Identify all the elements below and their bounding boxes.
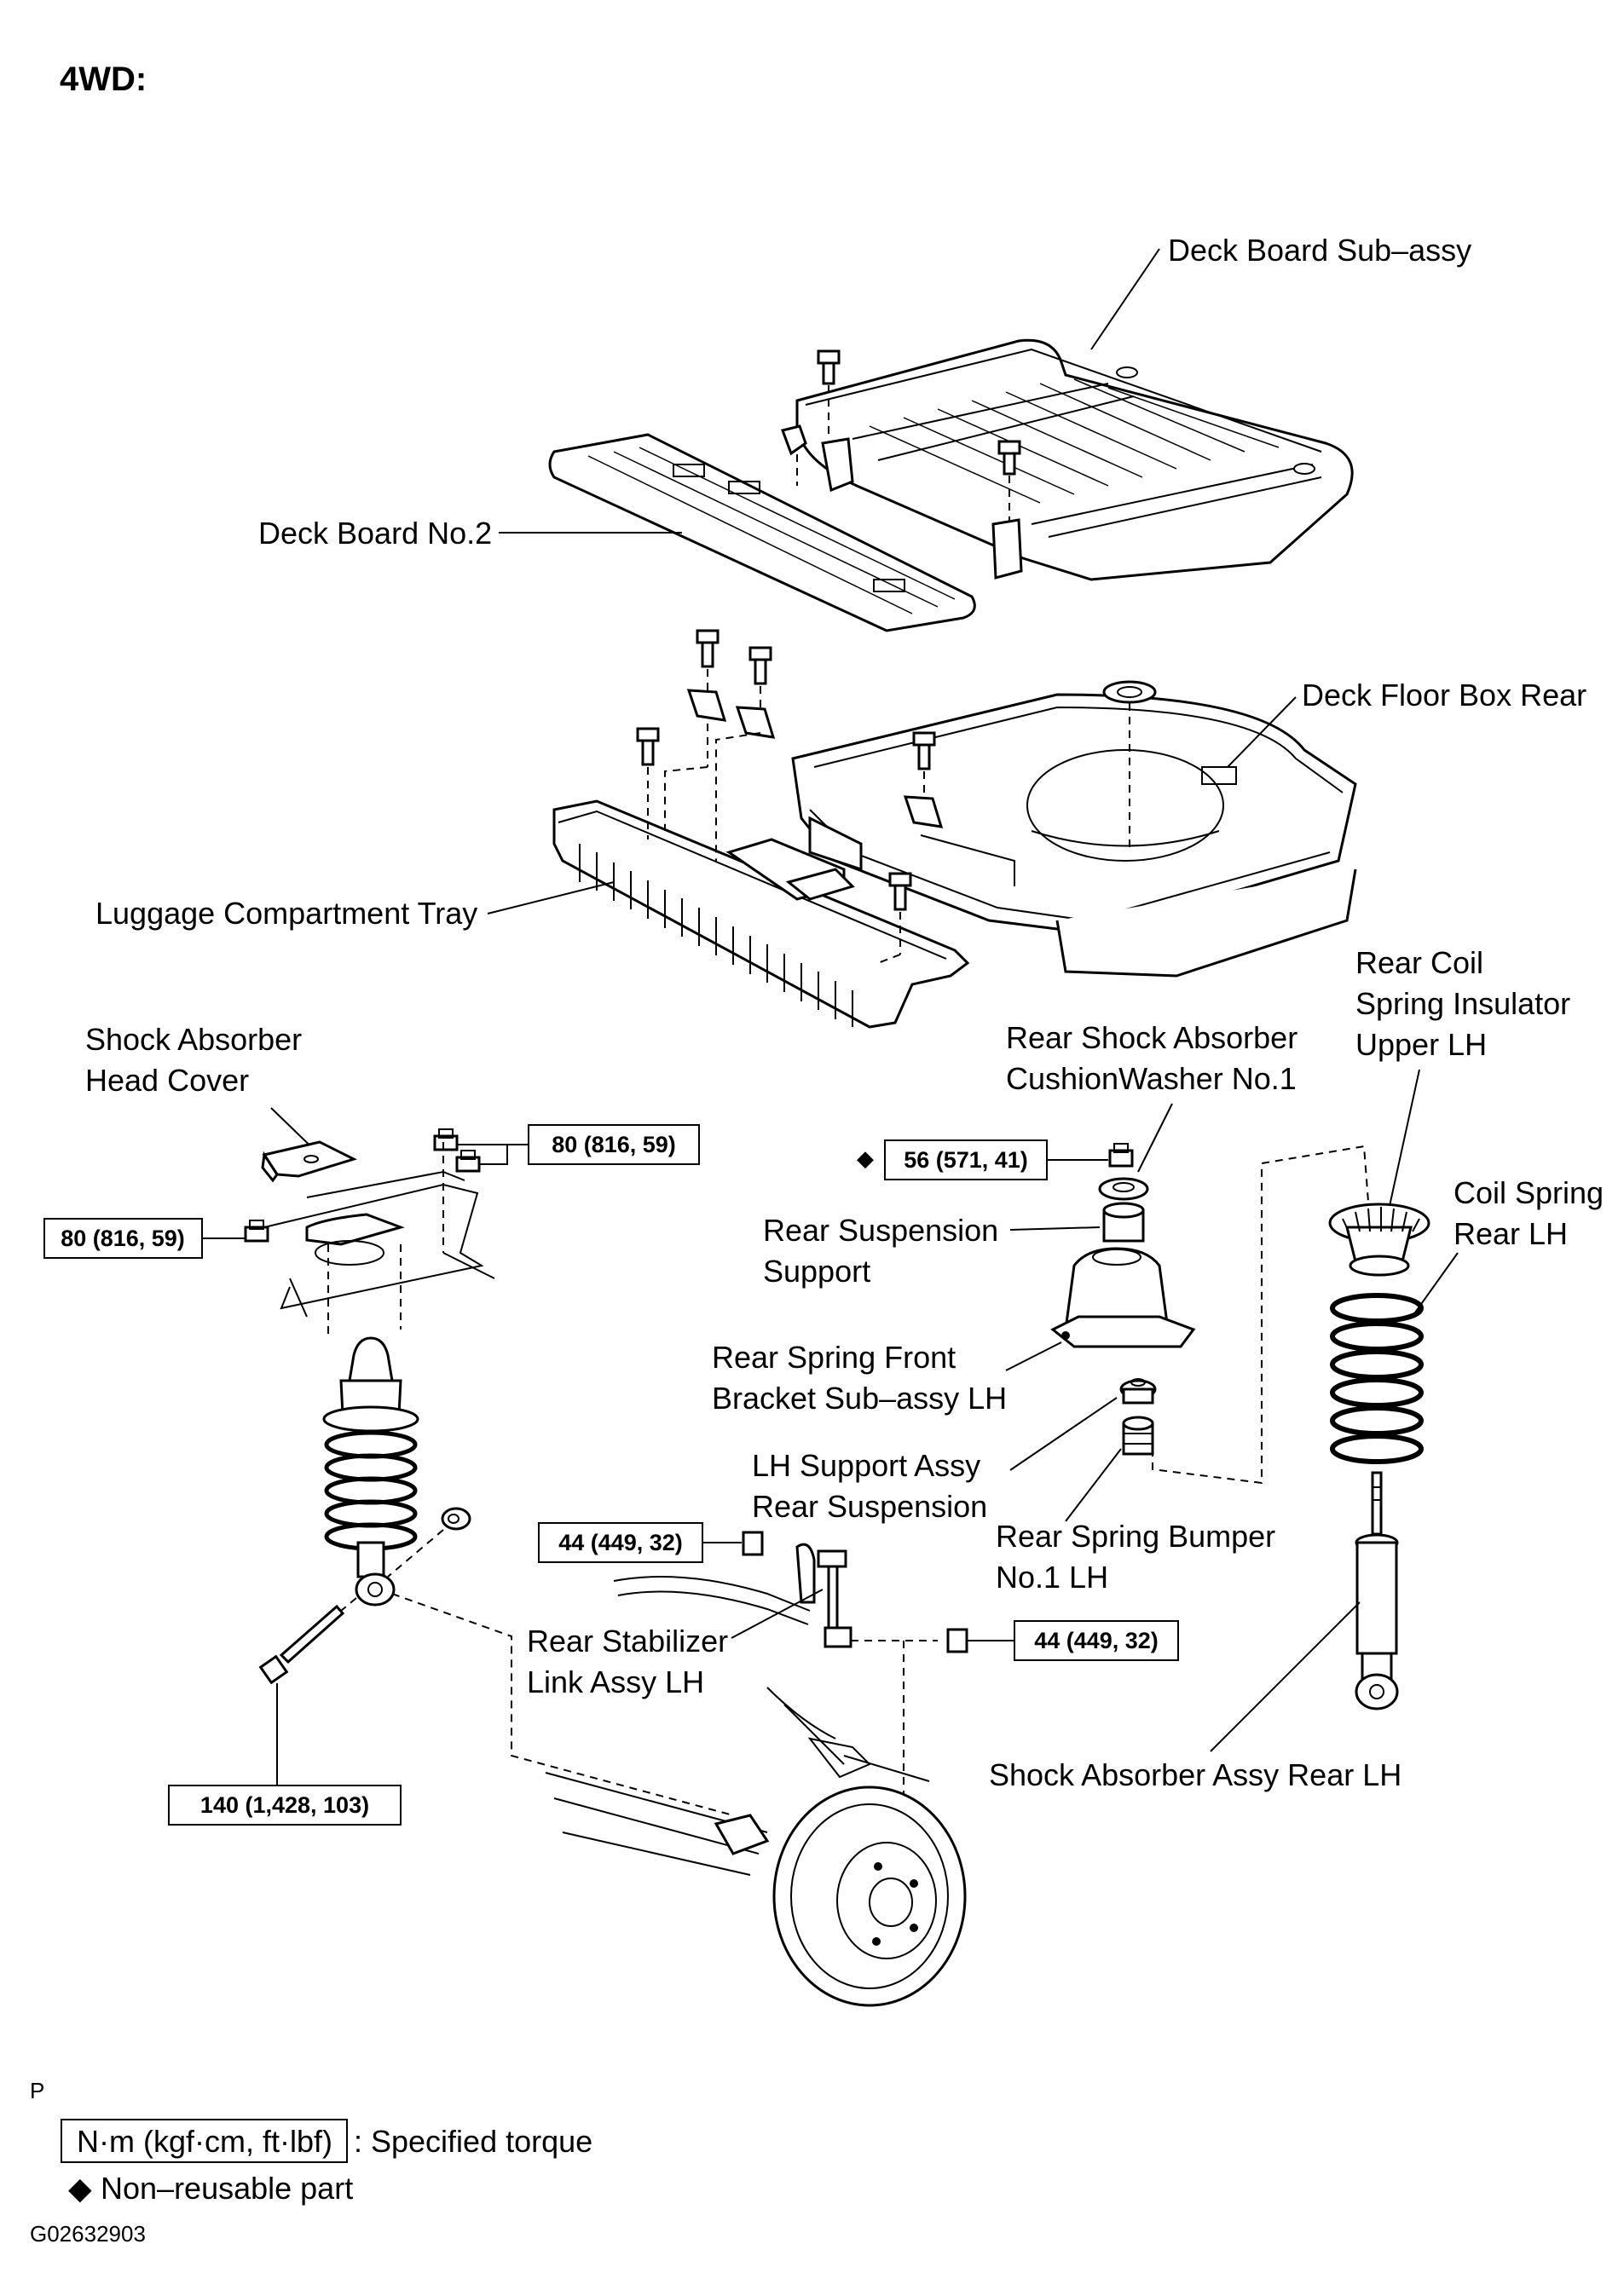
legend-nonreusable-description: Non–reusable part: [101, 2171, 353, 2206]
leader-rear-stabilizer-link: [731, 1589, 824, 1639]
label-lh-support-assy: LH Support Assy Rear Suspension: [752, 1448, 989, 1524]
support-nut: [1108, 1143, 1134, 1168]
svg-text:N·m (kgf·cm, ft·lbf): N·m (kgf·cm, ft·lbf): [77, 2124, 332, 2159]
lh-support-assy: [1119, 1378, 1157, 1405]
label-rear-spring-front-bracket: Rear Spring Front Bracket Sub–assy LH: [712, 1340, 1007, 1416]
leader-rear-suspension-support: [1009, 1226, 1101, 1231]
leader-torque-head-cover-right: [479, 1144, 529, 1165]
torque-box-lower-bolt: 140 (1,428, 103): [168, 1785, 402, 1826]
legend-torque-description: : Specified torque: [354, 2124, 592, 2159]
leader-lh-support-assy: [1009, 1397, 1118, 1471]
coil-spring-rear: [1330, 1293, 1424, 1464]
label-luggage-compartment-tray: Luggage Compartment Tray: [95, 896, 477, 931]
torque-box-stabilizer-left: 44 (449, 32): [538, 1522, 703, 1563]
svg-text:80 (816, 59): 80 (816, 59): [552, 1132, 676, 1157]
label-shock-absorber-assy-rear: Shock Absorber Assy Rear LH: [989, 1757, 1401, 1792]
label-rear-coil-spring-insulator: Rear Coil Spring Insulator Upper LH: [1355, 945, 1579, 1062]
label-shock-absorber-head-cover: Shock Absorber Head Cover: [85, 1022, 310, 1098]
stabilizer-nut-right: [946, 1628, 968, 1653]
leader-cushion-washer: [1137, 1103, 1173, 1173]
stabilizer-nut-left: [742, 1531, 764, 1556]
rear-suspension-support: [1102, 1202, 1145, 1243]
label-deck-floor-box-rear: Deck Floor Box Rear: [1302, 678, 1586, 712]
torque-box-stabilizer-right: 44 (449, 32): [1014, 1620, 1179, 1661]
leader-coil-spring-rear: [1414, 1252, 1459, 1313]
torque-box-head-cover-right: 80 (816, 59): [528, 1124, 700, 1165]
svg-text:44 (449, 32): 44 (449, 32): [558, 1530, 683, 1555]
left-bushing: [441, 1507, 471, 1531]
label-deck-board-sub-assy: Deck Board Sub–assy: [1168, 233, 1471, 268]
label-rear-shock-absorber-cushion-washer: Rear Shock Absorber CushionWasher No.1: [1006, 1020, 1306, 1096]
rear-axle-drum: [545, 1687, 967, 2007]
svg-text:140 (1,428, 103): 140 (1,428, 103): [200, 1792, 369, 1818]
leader-luggage-compartment-tray: [487, 881, 615, 914]
luggage-compartment-tray-part: [552, 799, 970, 1029]
svg-text:44 (449, 32): 44 (449, 32): [1034, 1628, 1159, 1653]
svg-text:56 (571, 41): 56 (571, 41): [904, 1147, 1028, 1173]
leader-rear-spring-bumper: [1065, 1448, 1122, 1522]
label-rear-suspension-support: Rear Suspension Support: [763, 1213, 1007, 1289]
rear-spring-bumper: [1122, 1416, 1154, 1456]
label-rear-stabilizer-link: Rear Stabilizer Link Assy LH: [527, 1624, 737, 1699]
leader-rear-spring-front-bracket: [1005, 1341, 1062, 1371]
leader-deck-floor-box-rear: [1227, 696, 1297, 768]
legend-nonreusable-symbol: ◆: [68, 2171, 92, 2206]
deck-board-sub-assy-part: [795, 338, 1354, 581]
nonreusable-marker: ◆: [857, 1145, 874, 1171]
torque-box-head-cover-left: 80 (816, 59): [43, 1218, 203, 1259]
cushion-washer: [1098, 1177, 1149, 1201]
torque-box-support-nut: 56 (571, 41): [884, 1139, 1048, 1180]
rear-coil-spring-insulator: [1328, 1203, 1430, 1277]
tray-bolt: [636, 629, 944, 964]
rear-spring-front-bracket: [1050, 1247, 1196, 1348]
head-cover-nut: [244, 1128, 481, 1243]
left-shock-spring-assembly: [322, 1336, 419, 1607]
label-coil-spring-rear: Coil Spring Rear LH: [1454, 1175, 1612, 1251]
lower-bolt: [258, 1604, 345, 1685]
body-panel-part: [263, 1170, 495, 1318]
legend-p-mark: P: [30, 2078, 44, 2103]
svg-text:80 (816, 59): 80 (816, 59): [61, 1226, 185, 1251]
figure-code: G02632903: [30, 2221, 146, 2247]
shock-absorber-head-cover-part: [261, 1140, 358, 1183]
section-header: 4WD:: [60, 61, 147, 98]
leader-rear-coil-spring-insulator: [1389, 1069, 1420, 1207]
deck-board-no2-part: [548, 433, 976, 632]
stabilizer-link: [817, 1549, 852, 1648]
deck-board-bolt: [781, 349, 1021, 522]
label-deck-board-no2: Deck Board No.2: [258, 516, 492, 551]
deck-floor-box-rear-part: [791, 693, 1357, 978]
shock-absorber-assy-rear: [1355, 1471, 1399, 1710]
label-rear-spring-bumper: Rear Spring Bumper No.1 LH: [996, 1519, 1284, 1595]
spare-tire-cap: [1102, 680, 1157, 852]
legend-torque-box: N·m (kgf·cm, ft·lbf): [61, 2119, 348, 2163]
leader-deck-board-sub-assy: [1090, 248, 1160, 350]
stabilizer-bar: [613, 1543, 816, 1625]
leader-shock-absorber-assy-rear: [1210, 1601, 1361, 1752]
